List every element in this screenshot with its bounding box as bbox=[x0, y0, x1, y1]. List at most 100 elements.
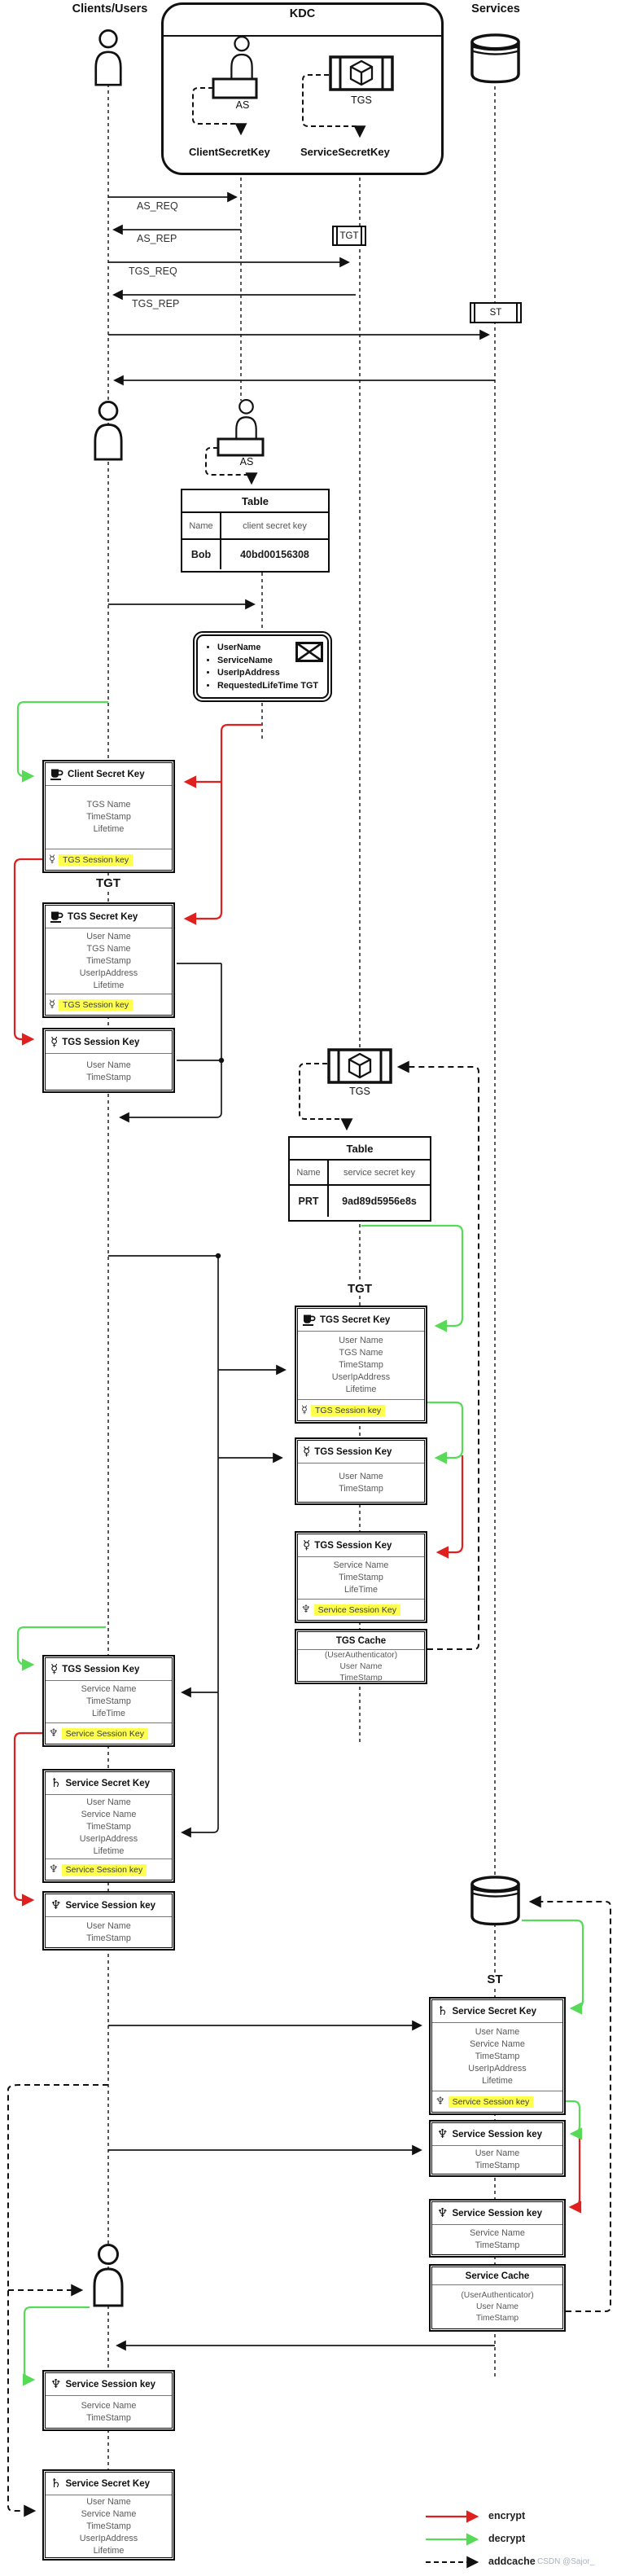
box-title: Service Secret Key bbox=[65, 1778, 151, 1788]
box-title: Service Secret Key bbox=[65, 2478, 151, 2489]
session-key-label: TGS Session key bbox=[58, 998, 133, 1011]
tgs2-label: TGS bbox=[349, 1086, 370, 1097]
box-header: TGS Cache bbox=[298, 1632, 424, 1650]
clients-lane-label: Clients/Users bbox=[72, 2, 148, 15]
box-fields: User Name Service Name TimeStamp UserIpA… bbox=[79, 2496, 138, 2556]
table-row-key: 9ad89d5956e8s bbox=[342, 1196, 417, 1207]
service-session-key-box-left: ♆Service Session key User Name TimeStamp bbox=[42, 1891, 175, 1951]
service-session-key-box-right-1: ♆Service Session key User Name TimeStamp bbox=[429, 2120, 566, 2177]
tgt-mid-box: TGS Secret Key User Name TGS Name TimeSt… bbox=[295, 1306, 427, 1424]
box-header: ☿TGS Session Key bbox=[46, 1658, 172, 1681]
as-desk-icon-2 bbox=[217, 437, 265, 457]
session-key-label: Service Session Key bbox=[61, 1727, 148, 1740]
box-header: TGS Secret Key bbox=[298, 1309, 424, 1332]
note-item: RequestedLifeTime TGT bbox=[217, 680, 324, 693]
box-header: ♆Service Session key bbox=[46, 1894, 172, 1917]
st-right-label: ST bbox=[470, 1973, 519, 1986]
tgt-mid-label: TGT bbox=[335, 1282, 384, 1296]
services-lane-label: Services bbox=[471, 2, 520, 15]
as-person-icon bbox=[230, 36, 253, 83]
box-title: Service Session key bbox=[452, 2208, 543, 2218]
kdc-divider bbox=[164, 35, 441, 37]
tgt-tag-label: TGT bbox=[339, 230, 359, 241]
box-fields: User Name TimeStamp bbox=[86, 1920, 131, 1943]
client-person-icon-3 bbox=[93, 2243, 124, 2307]
table-col-name: Name bbox=[182, 513, 221, 538]
box-fields: Service Name TimeStamp bbox=[470, 2228, 525, 2250]
service-secret-key-box-left: ♄Service Secret Key User Name Service Na… bbox=[42, 1769, 175, 1883]
session-key-label: TGS Session key bbox=[58, 854, 133, 866]
table-row-key: 40bd00156308 bbox=[240, 549, 309, 560]
box-header: ♄Service Secret Key bbox=[46, 2473, 172, 2495]
addcache-arrows bbox=[7, 1060, 611, 2517]
box-title: Service Session key bbox=[452, 2129, 543, 2139]
services-database-icon bbox=[470, 33, 520, 84]
note-item: UserName bbox=[217, 642, 324, 655]
client-secret-table: Table Name client secret key Bob 40bd001… bbox=[181, 489, 330, 573]
session-key-label: Service Session key bbox=[448, 2095, 534, 2108]
box-header: ☿TGS Session Key bbox=[298, 1441, 424, 1464]
box-title: Service Session key bbox=[65, 1900, 156, 1911]
box-fields: User Name TimeStamp bbox=[86, 1060, 131, 1082]
note-item: UserIpAddress bbox=[217, 667, 324, 680]
table-title: Table bbox=[290, 1138, 430, 1161]
neptune-trident-icon: ♆ bbox=[50, 2376, 62, 2391]
box-title: Client Secret Key bbox=[68, 769, 145, 779]
box-fields: (UserAuthenticator) User Name TimeStamp bbox=[461, 2290, 534, 2323]
neptune-trident-icon: ♆ bbox=[301, 1604, 311, 1616]
box-fields: User Name TimeStamp bbox=[475, 2148, 520, 2170]
as-person-icon-2 bbox=[235, 399, 257, 445]
neptune-trident-icon: ♆ bbox=[50, 1898, 62, 1912]
box-fields: User Name TimeStamp bbox=[339, 1471, 383, 1494]
box-session-key: ♆Service Session key bbox=[46, 1858, 172, 1880]
legend-addcache-label: addcache bbox=[488, 2556, 536, 2567]
box-session-key: ♆Service Session Key bbox=[46, 1722, 172, 1744]
mercury-key-icon: ☿ bbox=[49, 854, 55, 866]
box-fields: (UserAuthenticator) User Name TimeStamp bbox=[324, 1651, 398, 1683]
box-header: ♆Service Session key bbox=[432, 2202, 562, 2225]
box-title: Service Cache bbox=[465, 2271, 530, 2281]
box-session-key: ☿TGS Session key bbox=[46, 994, 172, 1015]
service-cache-box: Service Cache (UserAuthenticator) User N… bbox=[429, 2264, 566, 2332]
box-header: ♆Service Session key bbox=[46, 2373, 172, 2396]
tgt-tag: TGT bbox=[332, 226, 366, 246]
client-secret-key-box: Client Secret Key TGS Name TimeStamp Lif… bbox=[42, 760, 175, 873]
box-title: TGS Session Key bbox=[314, 1446, 392, 1457]
table-row-name: Bob bbox=[182, 540, 221, 569]
service-secret-key-box-bottom: ♄Service Secret Key User Name Service Na… bbox=[42, 2469, 175, 2561]
st-tag: ST bbox=[470, 302, 522, 323]
service-session-key-box-right-2: ♆Service Session key Service Name TimeSt… bbox=[429, 2199, 566, 2258]
box-fields: Service Name TimeStamp LifeTime bbox=[333, 1560, 389, 1595]
as-rep-label: AS_REP bbox=[137, 233, 177, 244]
note-item: ServiceName bbox=[217, 655, 324, 668]
box-title: Service Secret Key bbox=[452, 2006, 537, 2016]
box-title: TGS Session Key bbox=[62, 1037, 140, 1047]
tgt-left-box: TGS Secret Key User Name TGS Name TimeSt… bbox=[42, 902, 175, 1018]
watermark: CSDN @Sajor_ bbox=[537, 2557, 595, 2566]
legend-encrypt-label: encrypt bbox=[488, 2510, 526, 2521]
box-fields: User Name TGS Name TimeStamp UserIpAddre… bbox=[331, 1336, 391, 1394]
tgt-left-label: TGT bbox=[84, 876, 133, 890]
box-session-key: ☿TGS Session key bbox=[46, 849, 172, 870]
box-session-key: ☿TGS Session key bbox=[298, 1399, 424, 1420]
tgs-session-key-box-mid-1: ☿TGS Session Key User Name TimeStamp bbox=[295, 1437, 427, 1505]
mercury-key-icon: ☿ bbox=[303, 1444, 311, 1459]
mug-secret-key-icon bbox=[50, 769, 63, 780]
client-person-icon bbox=[94, 29, 122, 86]
table-col-name: Name bbox=[290, 1161, 329, 1184]
neptune-trident-icon: ♆ bbox=[437, 2205, 449, 2220]
decrypt-arrows bbox=[16, 700, 584, 2386]
table-col-key: service secret key bbox=[343, 1167, 416, 1178]
client-cache-addcache bbox=[7, 2084, 108, 2517]
mug-secret-key-icon bbox=[50, 911, 63, 923]
mercury-key-icon: ☿ bbox=[50, 1034, 59, 1049]
table-col-key: client secret key bbox=[243, 520, 307, 531]
kdc-frame bbox=[161, 2, 444, 175]
session-key-label: TGS Session key bbox=[310, 1404, 386, 1416]
box-fields: Service Name TimeStamp bbox=[81, 2400, 137, 2423]
client-person-icon-2 bbox=[94, 401, 123, 461]
box-title: TGS Cache bbox=[335, 1635, 387, 1646]
as-selfloop bbox=[192, 87, 247, 136]
service-cache-addcache bbox=[528, 1895, 611, 2312]
mercury-key-icon: ☿ bbox=[303, 1538, 311, 1552]
